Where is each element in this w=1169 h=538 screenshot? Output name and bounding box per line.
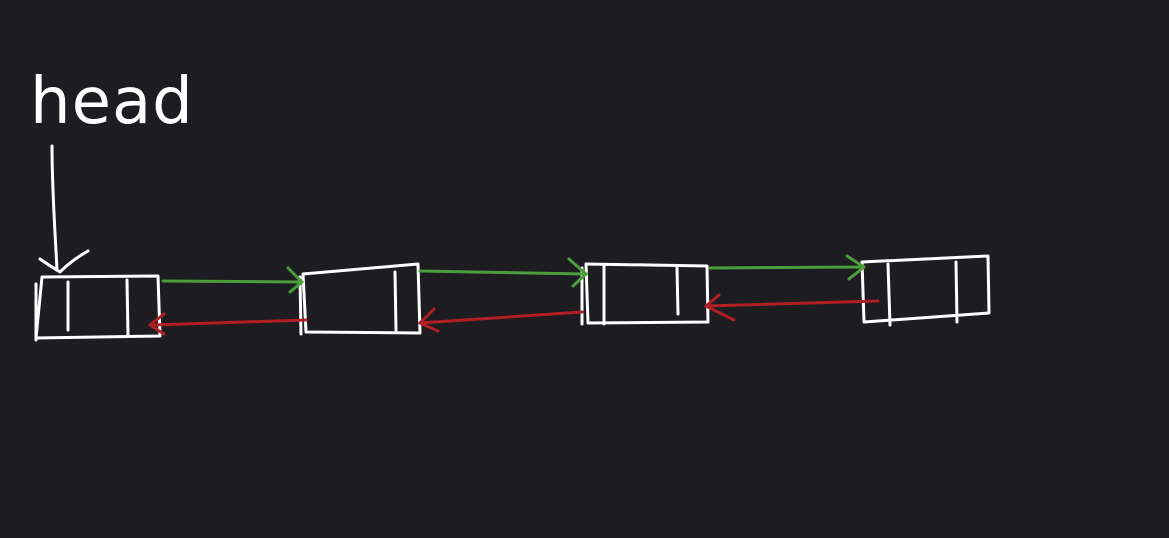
list-node-4 — [860, 254, 991, 327]
prev-link-4-to-3 — [704, 293, 880, 322]
next-link-3-to-4 — [708, 254, 866, 281]
list-node-1 — [34, 274, 162, 342]
next-link-2-to-3 — [418, 257, 588, 288]
list-node-3 — [580, 262, 710, 326]
prev-link-2-to-1 — [148, 312, 308, 336]
next-link-1-to-2 — [161, 266, 304, 294]
list-node-2 — [298, 262, 422, 336]
head-pointer-arrow — [38, 144, 90, 274]
head-pointer-label: head — [30, 65, 194, 139]
prev-link-3-to-2 — [418, 307, 584, 333]
